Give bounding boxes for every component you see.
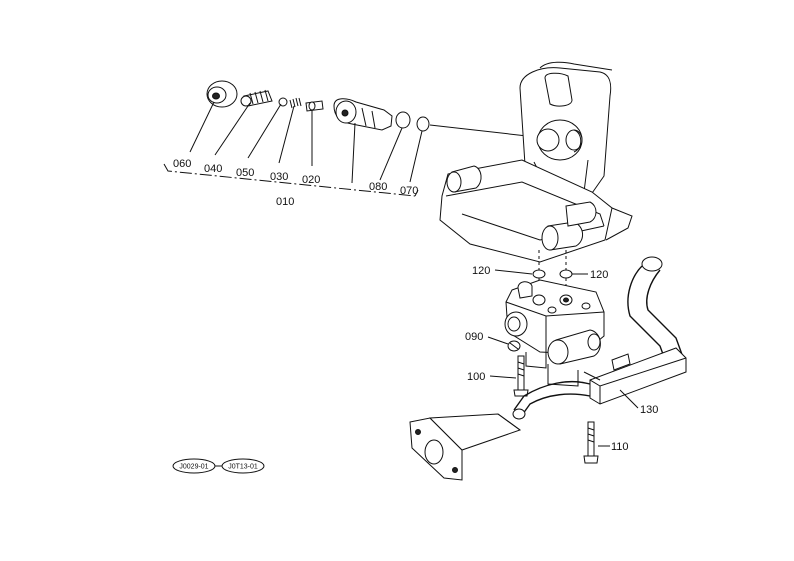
part-label-090: 090 bbox=[465, 331, 483, 343]
part-label-060: 060 bbox=[173, 158, 191, 170]
part-label-050: 050 bbox=[236, 167, 254, 179]
reference-tag-1: J0029-01 bbox=[172, 458, 216, 474]
part-label-020: 020 bbox=[302, 174, 320, 186]
part-label-080: 080 bbox=[369, 181, 387, 193]
reference-text-1: J0029-01 bbox=[179, 464, 208, 471]
bolt-100 bbox=[513, 355, 529, 397]
mounting-bracket bbox=[409, 413, 522, 481]
part-label-100: 100 bbox=[467, 371, 485, 383]
valve-subassembly bbox=[163, 80, 546, 197]
reference-text-2: J0T13-01 bbox=[228, 464, 258, 471]
spring-040 bbox=[240, 89, 273, 107]
part-label-130: 130 bbox=[640, 404, 658, 416]
o-ring-070 bbox=[416, 116, 430, 132]
valve-block bbox=[504, 279, 605, 387]
main-housing bbox=[439, 61, 633, 263]
spring-030 bbox=[289, 97, 302, 109]
nut-060 bbox=[206, 80, 238, 108]
bolt-110 bbox=[583, 421, 599, 464]
part-label-030: 030 bbox=[270, 171, 288, 183]
washer-120-left bbox=[532, 269, 546, 279]
poppet-020 bbox=[305, 100, 324, 112]
plug-090 bbox=[507, 340, 521, 352]
part-label-070: 070 bbox=[400, 185, 418, 197]
washer-120-right bbox=[559, 269, 573, 279]
part-label-040: 040 bbox=[204, 163, 222, 175]
o-ring-080 bbox=[395, 111, 411, 129]
valve-body bbox=[333, 98, 393, 131]
part-label-120-right: 120 bbox=[590, 269, 608, 281]
reference-tag-2: J0T13-01 bbox=[221, 458, 265, 474]
part-label-110: 110 bbox=[611, 441, 629, 453]
part-label-120-left: 120 bbox=[472, 265, 490, 277]
part-label-010: 010 bbox=[276, 196, 294, 208]
pipe-assembly bbox=[512, 256, 687, 420]
